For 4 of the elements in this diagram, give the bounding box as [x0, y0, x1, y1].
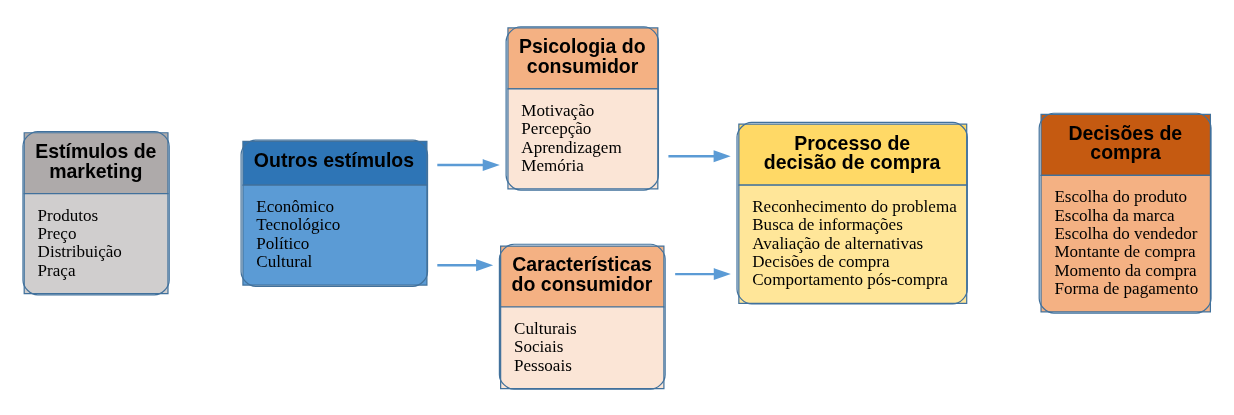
- arrow: [437, 158, 500, 171]
- arrow: [437, 258, 494, 271]
- arrow: [675, 267, 731, 280]
- arrow: [668, 149, 731, 162]
